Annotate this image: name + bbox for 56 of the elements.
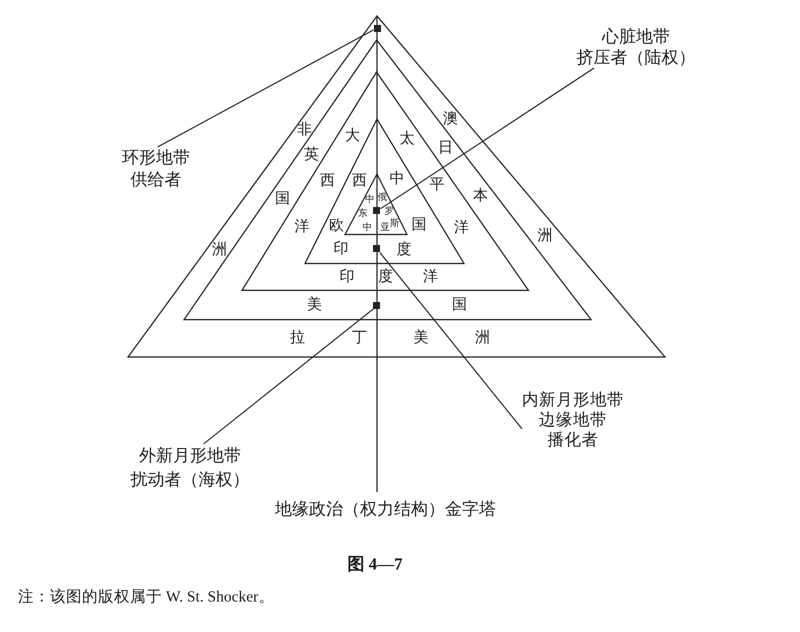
region-label: 洋 bbox=[294, 220, 310, 236]
region-label: 国 bbox=[452, 298, 467, 313]
region-label: 俄 bbox=[378, 194, 388, 204]
region-label: 本 bbox=[473, 189, 488, 204]
square-marker-icon bbox=[373, 207, 380, 214]
square-marker-icon bbox=[373, 302, 380, 310]
region-label: 中 bbox=[365, 196, 375, 206]
zone-label: 内新月形地带 bbox=[522, 390, 624, 410]
leader-line bbox=[203, 308, 374, 444]
footnote: 注：该图的版权属于 W. St. Shocker。 bbox=[18, 588, 274, 606]
zone-label: 供给者 bbox=[130, 169, 182, 191]
zone-label: 播化者 bbox=[548, 430, 598, 450]
leader-line bbox=[379, 252, 522, 430]
region-label: 中 bbox=[389, 172, 404, 188]
region-label: 丁 bbox=[352, 331, 367, 346]
region-label: 洋 bbox=[454, 221, 470, 236]
leader-line bbox=[157, 29, 374, 148]
region-label: 欧 bbox=[328, 218, 344, 234]
zone-label: 边缘地带 bbox=[539, 410, 607, 430]
region-label: 度 bbox=[396, 242, 412, 258]
region-label: 印 bbox=[333, 242, 348, 257]
region-label: 度 bbox=[378, 270, 393, 285]
region-label: 太 bbox=[399, 132, 414, 148]
region-label: 美 bbox=[414, 331, 428, 346]
region-label: 洲 bbox=[212, 242, 227, 258]
region-label: 美 bbox=[307, 298, 322, 313]
zone-label: 扰动者（海权） bbox=[130, 469, 250, 491]
square-marker-icon bbox=[374, 24, 380, 32]
zone-label: 外新月形地带 bbox=[139, 445, 241, 467]
region-label: 东 bbox=[358, 210, 368, 220]
region-label: 非 bbox=[297, 122, 312, 138]
region-label: 洲 bbox=[475, 331, 490, 346]
zone-label: 挤压者（陆权） bbox=[576, 47, 696, 68]
region-label: 日 bbox=[438, 141, 453, 156]
region-label: 罗 bbox=[384, 208, 394, 218]
leader-line bbox=[380, 68, 594, 210]
region-label: 国 bbox=[275, 192, 290, 208]
region-label: 国 bbox=[411, 218, 426, 233]
region-label: 斯 bbox=[390, 220, 400, 230]
region-label: 印 bbox=[339, 270, 354, 285]
zone-label: 心脏地带 bbox=[602, 26, 670, 47]
region-label: 洋 bbox=[423, 270, 438, 285]
region-label: 澳 bbox=[443, 112, 458, 126]
region-label: 大 bbox=[344, 129, 360, 144]
square-marker-icon bbox=[373, 245, 380, 252]
region-label: 西 bbox=[352, 174, 367, 190]
region-label: 英 bbox=[304, 148, 319, 164]
region-label: 洲 bbox=[537, 228, 552, 244]
region-label: 亚 bbox=[380, 224, 390, 234]
region-label: 平 bbox=[429, 178, 444, 194]
pyramid-title: 地缘政治（权力结构）金字塔 bbox=[275, 500, 496, 520]
region-label: 中 bbox=[362, 224, 372, 234]
region-label: 拉 bbox=[290, 331, 305, 346]
figure-caption: 图 4—7 bbox=[347, 556, 403, 574]
region-label: 西 bbox=[320, 174, 336, 190]
zone-label: 环形地带 bbox=[122, 147, 190, 169]
